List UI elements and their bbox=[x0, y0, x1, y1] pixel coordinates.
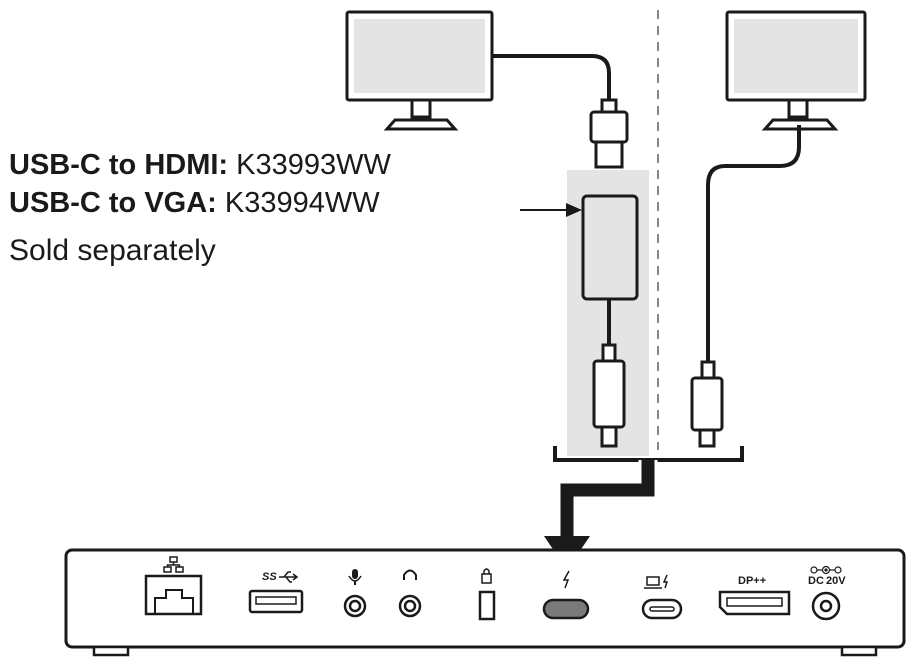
thunderbolt-icon bbox=[562, 570, 570, 589]
lock-icon bbox=[481, 568, 492, 584]
usb-a-port bbox=[248, 589, 304, 614]
monitor-right bbox=[725, 10, 867, 131]
security-lock-slot bbox=[478, 590, 496, 621]
headphone-jack bbox=[398, 594, 422, 618]
laptop-power-icon bbox=[644, 574, 669, 589]
vga-adapter-label: USB-C to VGA: bbox=[9, 187, 217, 219]
usb-trident-icon bbox=[279, 571, 299, 583]
sold-separately-note: Sold separately bbox=[9, 234, 216, 267]
ethernet-port bbox=[144, 574, 203, 616]
dc-power-jack bbox=[811, 591, 841, 621]
adapter-pointer-arrow bbox=[520, 203, 582, 217]
video-adapter bbox=[581, 194, 639, 301]
hdmi-adapter-label: USB-C to HDMI: bbox=[9, 149, 229, 181]
displayport-port bbox=[718, 590, 791, 616]
video-plug bbox=[589, 98, 629, 169]
microphone-jack bbox=[343, 594, 367, 618]
vga-adapter-caption: USB-C to VGA: K33994WW bbox=[9, 187, 380, 220]
adapter-usb-c-plug bbox=[592, 343, 626, 448]
vga-adapter-part-number: K33994WW bbox=[224, 187, 380, 219]
left-monitor-cable bbox=[492, 54, 611, 100]
dc-polarity-icon bbox=[810, 565, 842, 575]
monitor-left bbox=[345, 10, 494, 131]
usb-c-charging-port bbox=[641, 598, 683, 620]
hdmi-adapter-caption: USB-C to HDMI: K33993WW bbox=[9, 149, 391, 182]
right-usb-c-plug bbox=[690, 360, 724, 448]
hdmi-adapter-part-number: K33993WW bbox=[236, 149, 391, 181]
network-icon bbox=[163, 556, 184, 573]
right-monitor-cable bbox=[706, 125, 801, 363]
microphone-icon bbox=[348, 569, 362, 585]
headphone-icon bbox=[403, 569, 417, 580]
dc-voltage-label: 20V bbox=[826, 575, 846, 587]
dc-label: DC bbox=[808, 575, 824, 587]
usb-c-video-port bbox=[542, 598, 590, 620]
displayport-label: DP++ bbox=[738, 575, 766, 587]
usb-ss-icon: SS bbox=[262, 571, 277, 583]
